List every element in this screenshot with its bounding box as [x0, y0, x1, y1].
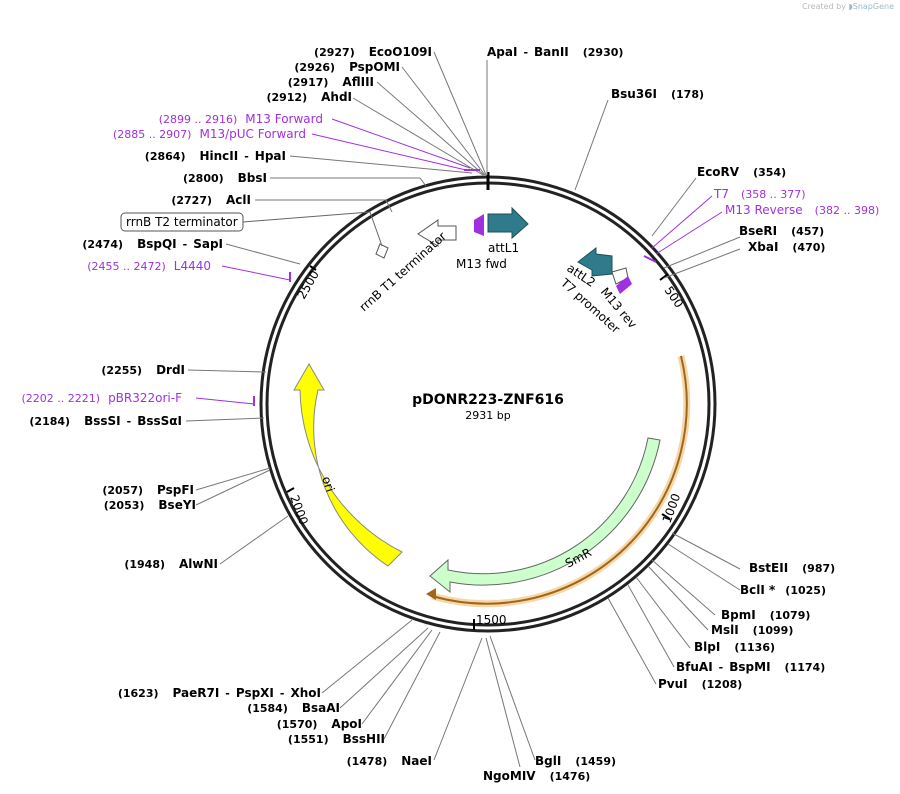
right-enzyme-labels: ApaI-BanII(2930) Bsu36I(178) EcoRV(354) …	[483, 45, 835, 783]
enzyme-bpmi[interactable]: BpmI(1079)	[721, 608, 810, 622]
smr-label: SmR	[563, 545, 594, 570]
enzyme-bcli[interactable]: BclI *(1025)	[740, 583, 826, 597]
enzyme-hincii[interactable]: (2864)HincII-HpaI	[145, 149, 286, 163]
tick-2000-mark	[286, 487, 295, 493]
enzyme-bseyi[interactable]: (2053)BseYI	[104, 498, 196, 512]
plasmid-name: pDONR223-ZNF616	[412, 392, 564, 408]
tick-2500-mark	[309, 265, 317, 271]
rrnb-t1-label: rrnB T1 terminator	[357, 229, 449, 314]
enzyme-apai[interactable]: ApaI-BanII(2930)	[487, 45, 623, 59]
enzyme-bsteii[interactable]: BstEII(987)	[749, 561, 835, 575]
snapgene-logo-icon: ◗	[848, 2, 853, 11]
enzyme-bsshii[interactable]: (1551)BssHII	[288, 732, 385, 746]
rrnb-t2-feature[interactable]	[375, 243, 389, 259]
enzyme-pvui[interactable]: PvuI(1208)	[658, 677, 742, 691]
enzyme-pspomi[interactable]: (2926)PspOMI	[294, 60, 400, 74]
attl1-feature[interactable]	[487, 206, 529, 240]
primer-m13-reverse[interactable]: M13 Reverse(382 .. 398)	[725, 203, 879, 217]
tick-2500: 2500	[294, 268, 321, 301]
tick-2000: 2000	[287, 493, 311, 526]
enzyme-paer7i[interactable]: (1623)PaeR7I-PspXI-XhoI	[118, 686, 321, 700]
attl1-label: attL1	[488, 241, 519, 255]
enzyme-bfuai[interactable]: BfuAI-BspMI(1174)	[676, 660, 825, 674]
enzyme-afliii[interactable]: (2917)AflIII	[288, 75, 374, 89]
enzyme-apoi[interactable]: (1570)ApoI	[277, 717, 362, 731]
left-leaders	[185, 51, 487, 761]
primer-m13-forward[interactable]: (2899 .. 2916)M13 Forward	[159, 112, 323, 126]
orf-arrowhead	[426, 588, 436, 600]
primer-l4440[interactable]: (2455 .. 2472)L4440	[87, 259, 211, 273]
enzyme-msli[interactable]: MslI(1099)	[711, 623, 793, 637]
credit-prefix: Created by	[801, 2, 846, 11]
rrnb-t2-leader	[242, 211, 371, 223]
enzyme-bsssi[interactable]: (2184)BssSI-BssSαI	[29, 414, 182, 428]
enzyme-bsaai[interactable]: (1584)BsaAI	[247, 701, 340, 715]
right-leaders	[485, 60, 741, 768]
enzyme-pspfi[interactable]: (2057)PspFI	[102, 483, 194, 497]
enzyme-bbsi[interactable]: (2800)BbsI	[183, 171, 267, 185]
enzyme-bsu36i[interactable]: Bsu36I(178)	[611, 87, 704, 101]
tick-1500: 1500	[476, 613, 507, 627]
primer-labels: (2899 .. 2916)M13 Forward (2885 .. 2907)…	[22, 112, 880, 405]
attl2-feature[interactable]	[577, 246, 613, 277]
m13-fwd-feature[interactable]	[474, 214, 484, 236]
credit-brand: SnapGene	[852, 2, 894, 11]
backbone	[259, 172, 717, 633]
primer-t7[interactable]: T7(358 .. 377)	[713, 187, 806, 201]
rrnb-t1-feature[interactable]	[417, 219, 457, 247]
enzyme-ngomiv[interactable]: NgoMIV(1476)	[483, 769, 590, 783]
primer-m13-puc-forward[interactable]: (2885 .. 2907)M13/pUC Forward	[113, 127, 306, 141]
enzyme-bgli[interactable]: BglI(1459)	[535, 754, 616, 768]
snapgene-credit: Created by ◗SnapGene	[802, 2, 894, 11]
rrnb-t2-leader-2	[369, 211, 383, 247]
enzyme-alwni[interactable]: (1948)AlwNI	[124, 557, 218, 571]
tick-500-mark	[659, 273, 669, 281]
plasmid-size: 2931 bp	[465, 409, 510, 422]
enzyme-ecorv[interactable]: EcoRV(354)	[697, 165, 786, 179]
enzyme-xbai[interactable]: XbaI(470)	[748, 240, 825, 254]
enzyme-drdi[interactable]: (2255)DrdI	[101, 363, 185, 377]
primer-pbr322ori-f[interactable]: (2202 .. 2221)pBR322ori-F	[22, 391, 183, 405]
m13-fwd-label: M13 fwd	[456, 257, 507, 271]
enzyme-naei[interactable]: (1478)NaeI	[347, 754, 432, 768]
enzyme-bspqi[interactable]: (2474)BspQI-SapI	[82, 237, 223, 251]
enzyme-blpi[interactable]: BlpI(1136)	[694, 640, 775, 654]
tick-1000-mark	[661, 513, 671, 520]
ori-label: ori	[319, 475, 337, 494]
orf-track	[431, 355, 688, 605]
enzyme-ahdi[interactable]: (2912)AhdI	[266, 90, 352, 104]
rrnb-t2-label: rrnB T2 terminator	[126, 215, 238, 229]
enzyme-bseri[interactable]: BseRI(457)	[739, 224, 824, 238]
primer-leaders	[195, 118, 723, 406]
smr-feature[interactable]	[429, 437, 661, 594]
enzyme-acli[interactable]: (2727)AclI	[171, 193, 251, 207]
left-enzyme-labels: (2927)EcoO109I (2926)PspOMI (2917)AflIII…	[29, 45, 432, 768]
m13-rev-feature[interactable]	[616, 276, 632, 294]
enzyme-ecoo109i[interactable]: (2927)EcoO109I	[314, 45, 432, 59]
ori-feature[interactable]	[293, 362, 403, 567]
